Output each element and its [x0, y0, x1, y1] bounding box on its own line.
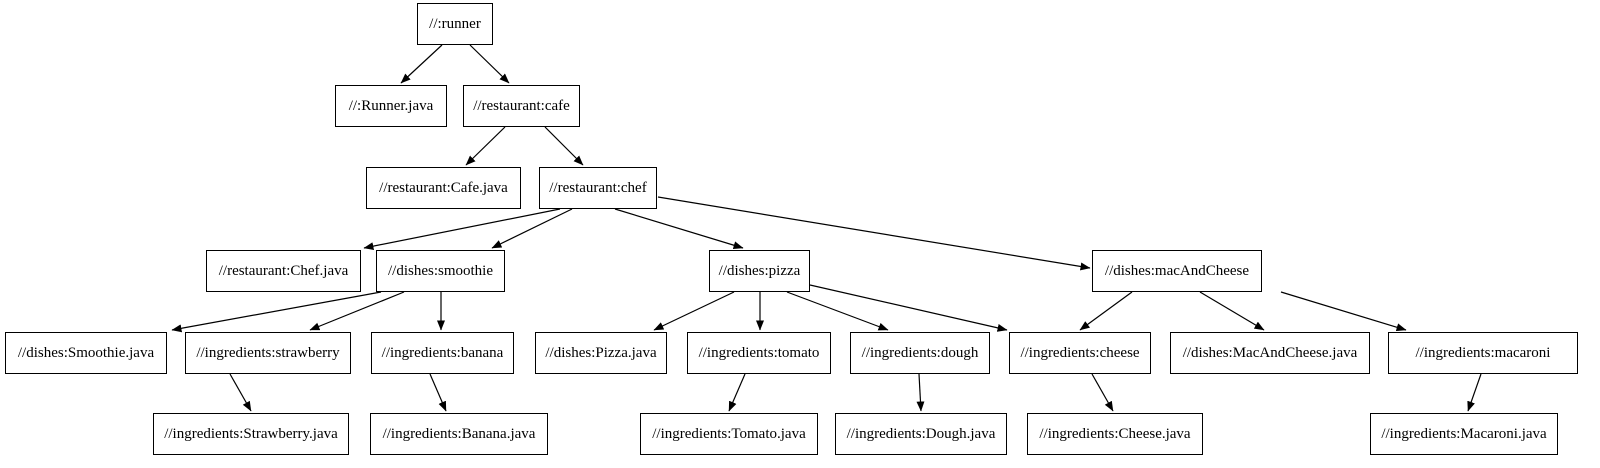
graph-node-label: //:Runner.java [348, 97, 434, 114]
graph-node-label: //restaurant:chef [549, 179, 647, 196]
graph-node-label: //dishes:smoothie [388, 262, 493, 279]
graph-node-label: //:runner [429, 15, 481, 32]
graph-node-label: //dishes:MacAndCheese.java [1182, 344, 1358, 361]
graph-node-chef_java[interactable]: //restaurant:Chef.java [206, 250, 361, 292]
graph-node-dishes_macandchz[interactable]: //dishes:macAndCheese [1092, 250, 1262, 292]
graph-node-label: //restaurant:cafe [473, 97, 570, 114]
graph-node-label: //ingredients:Dough.java [846, 425, 996, 442]
graph-node-ing_strawberry[interactable]: //ingredients:strawberry [185, 332, 351, 374]
graph-node-label: //ingredients:dough [861, 344, 979, 361]
graph-node-macaroni_java[interactable]: //ingredients:Macaroni.java [1370, 413, 1558, 455]
graph-node-tomato_java[interactable]: //ingredients:Tomato.java [640, 413, 818, 455]
graph-node-label: //dishes:pizza [718, 262, 801, 279]
graph-node-banana_java[interactable]: //ingredients:Banana.java [370, 413, 548, 455]
graph-node-runner_java[interactable]: //:Runner.java [335, 85, 447, 127]
graph-node-restaurant_cafe[interactable]: //restaurant:cafe [463, 85, 580, 127]
graph-node-label: //ingredients:Banana.java [382, 425, 536, 442]
graph-node-label: //dishes:Pizza.java [545, 344, 657, 361]
graph-node-ing_banana[interactable]: //ingredients:banana [371, 332, 514, 374]
graph-node-label: //dishes:Smoothie.java [17, 344, 155, 361]
graph-node-dough_java[interactable]: //ingredients:Dough.java [835, 413, 1007, 455]
graph-node-label: //ingredients:Strawberry.java [164, 425, 338, 442]
graph-node-label: //ingredients:Cheese.java [1039, 425, 1191, 442]
graph-node-label: //dishes:macAndCheese [1104, 262, 1250, 279]
graph-node-label: //ingredients:cheese [1020, 344, 1140, 361]
graph-node-label: //ingredients:Macaroni.java [1381, 425, 1547, 442]
graph-node-ing_cheese[interactable]: //ingredients:cheese [1009, 332, 1151, 374]
graph-node-label: //restaurant:Cafe.java [379, 179, 508, 196]
graph-node-label: //ingredients:banana [381, 344, 504, 361]
graph-node-strawberry_java[interactable]: //ingredients:Strawberry.java [153, 413, 349, 455]
graph-node-pizza_java[interactable]: //dishes:Pizza.java [535, 332, 667, 374]
graph-node-cheese_java[interactable]: //ingredients:Cheese.java [1027, 413, 1203, 455]
graph-node-dishes_smoothie[interactable]: //dishes:smoothie [376, 250, 505, 292]
graph-node-macandcheese_java[interactable]: //dishes:MacAndCheese.java [1170, 332, 1370, 374]
graph-node-restaurant_chef[interactable]: //restaurant:chef [539, 167, 657, 209]
graph-node-cafe_java[interactable]: //restaurant:Cafe.java [366, 167, 521, 209]
graph-node-ing_dough[interactable]: //ingredients:dough [850, 332, 990, 374]
graph-node-ing_tomato[interactable]: //ingredients:tomato [687, 332, 831, 374]
graph-node-label: //ingredients:macaroni [1415, 344, 1551, 361]
graph-node-smoothie_java[interactable]: //dishes:Smoothie.java [5, 332, 167, 374]
graph-node-label: //ingredients:Tomato.java [652, 425, 806, 442]
graph-node-runner[interactable]: //:runner [417, 3, 493, 45]
graph-node-ing_macaroni[interactable]: //ingredients:macaroni [1388, 332, 1578, 374]
graph-node-dishes_pizza[interactable]: //dishes:pizza [709, 250, 810, 292]
graph-node-label: //ingredients:tomato [698, 344, 820, 361]
graph-node-label: //ingredients:strawberry [196, 344, 340, 361]
graph-node-label: //restaurant:Chef.java [218, 262, 349, 279]
